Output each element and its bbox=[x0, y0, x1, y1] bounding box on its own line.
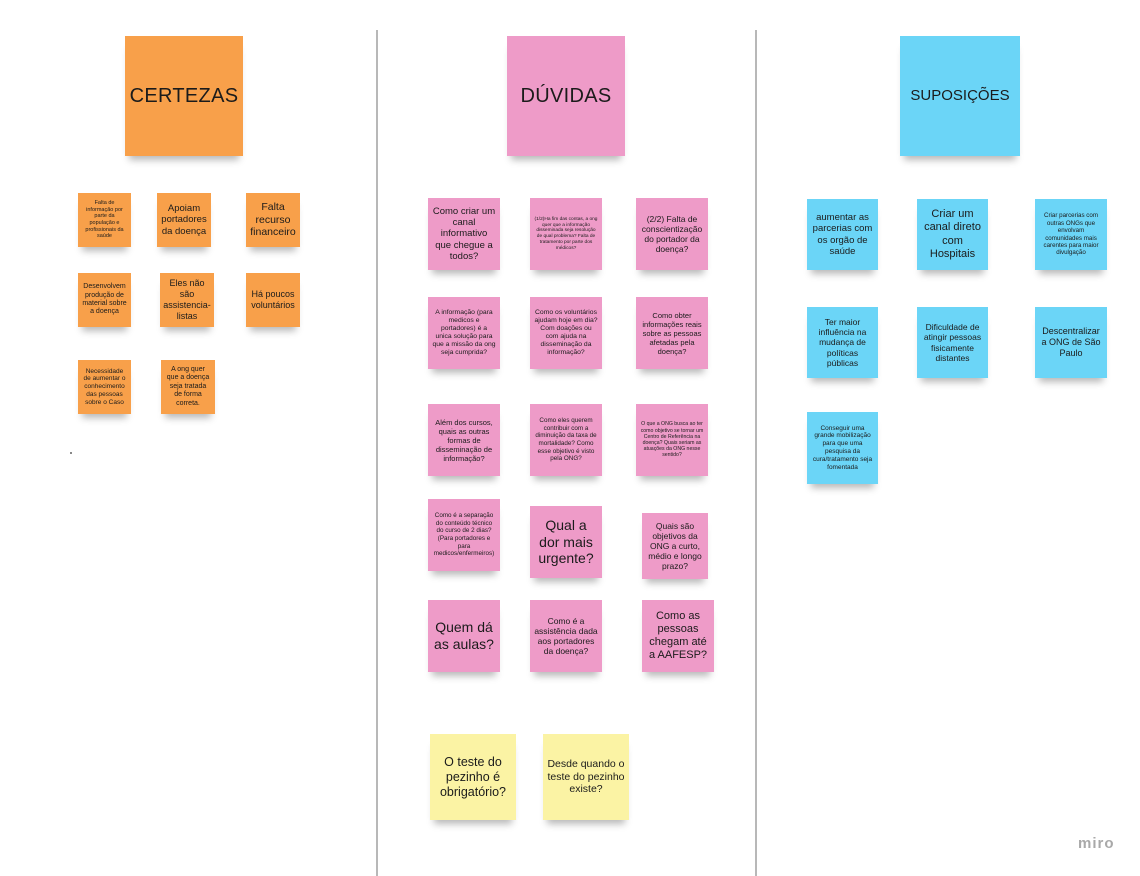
sticky-note[interactable]: Descentralizar a ONG de São Paulo bbox=[1035, 307, 1107, 378]
column-divider-left bbox=[376, 30, 378, 876]
sticky-note[interactable]: A ong quer que a doença seja tratada de … bbox=[161, 360, 215, 414]
sticky-note[interactable]: Quem dá as aulas? bbox=[428, 600, 500, 672]
sticky-note[interactable]: Apoiam portadores da doença bbox=[157, 193, 211, 247]
sticky-note[interactable]: Criar um canal direto com Hospitais bbox=[917, 199, 988, 270]
sticky-note[interactable]: Quais são objetivos da ONG a curto, médi… bbox=[642, 513, 708, 579]
header-duvidas[interactable]: DÚVIDAS bbox=[507, 36, 625, 156]
sticky-note[interactable]: Ter maior influência na mudança de polít… bbox=[807, 307, 878, 378]
sticky-note[interactable]: Como os voluntários ajudam hoje em dia? … bbox=[530, 297, 602, 369]
sticky-note[interactable]: Desenvolvem produção de material sobre a… bbox=[78, 273, 131, 327]
sticky-note[interactable]: (1/2)Ha fim das contas, a ong quer que a… bbox=[530, 198, 602, 270]
sticky-note[interactable]: Como eles querem contribuir com a diminu… bbox=[530, 404, 602, 476]
sticky-note[interactable]: O que a ONG busca ao ter como objetivo s… bbox=[636, 404, 708, 476]
sticky-note[interactable]: Conseguir uma grande mobilização para qu… bbox=[807, 412, 878, 484]
sticky-note[interactable]: Como é a separação do conteúdo técnico d… bbox=[428, 499, 500, 571]
sticky-note[interactable]: Qual a dor mais urgente? bbox=[530, 506, 602, 578]
stray-dot bbox=[70, 452, 72, 454]
sticky-note[interactable]: Há poucos voluntários bbox=[246, 273, 300, 327]
miro-logo: miro bbox=[1078, 835, 1115, 852]
sticky-note[interactable]: Falta recurso financeiro bbox=[246, 193, 300, 247]
sticky-note[interactable]: Como é a assistência dada aos portadores… bbox=[530, 600, 602, 672]
sticky-note[interactable]: A informação (para medicos e portadores)… bbox=[428, 297, 500, 369]
column-divider-right bbox=[755, 30, 757, 876]
sticky-note[interactable]: Dificuldade de atingir pessoas fisicamen… bbox=[917, 307, 988, 378]
sticky-note[interactable]: (2/2) Falta de conscientização do portad… bbox=[636, 198, 708, 270]
sticky-note[interactable]: Desde quando o teste do pezinho existe? bbox=[543, 734, 629, 820]
sticky-note[interactable]: Além dos cursos, quais as outras formas … bbox=[428, 404, 500, 476]
sticky-note[interactable]: Como obter informações reais sobre as pe… bbox=[636, 297, 708, 369]
sticky-note[interactable]: Como as pessoas chegam até a AAFESP? bbox=[642, 600, 714, 672]
header-suposicoes[interactable]: SUPOSIÇÕES bbox=[900, 36, 1020, 156]
sticky-note[interactable]: Necessidade de aumentar o conhecimento d… bbox=[78, 360, 131, 414]
sticky-note[interactable]: Como criar um canal informativo que cheg… bbox=[428, 198, 500, 270]
sticky-note[interactable]: Criar parcerias com outras ONGs que envo… bbox=[1035, 199, 1107, 270]
header-certezas[interactable]: CERTEZAS bbox=[125, 36, 243, 156]
sticky-note[interactable]: Eles não são assistencia-listas bbox=[160, 273, 214, 327]
sticky-note[interactable]: aumentar as parcerias com os orgão de sa… bbox=[807, 199, 878, 270]
sticky-note[interactable]: O teste do pezinho é obrigatório? bbox=[430, 734, 516, 820]
sticky-note[interactable]: Falta de informação por parte da populaç… bbox=[78, 193, 131, 247]
